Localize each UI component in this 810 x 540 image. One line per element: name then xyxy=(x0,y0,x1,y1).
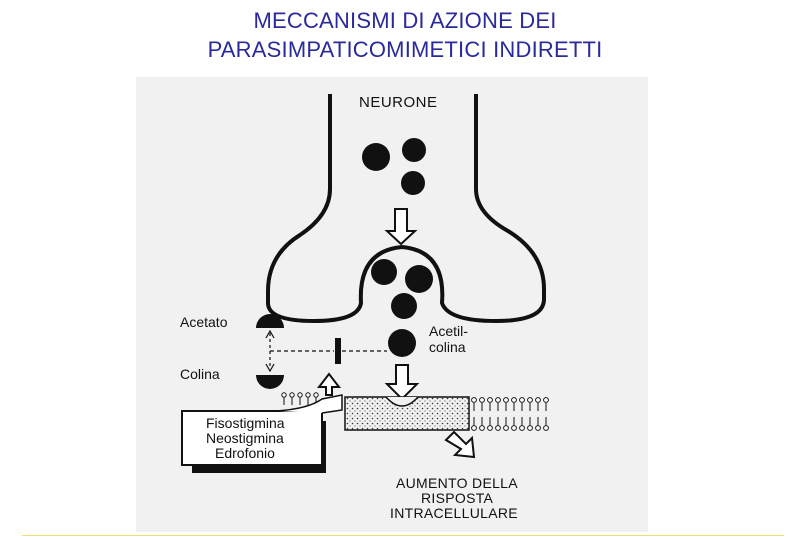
drug-box-tab xyxy=(275,394,343,414)
neuron-membrane-outline xyxy=(266,94,546,324)
choline-half-circle xyxy=(256,375,284,389)
vesicle xyxy=(402,138,426,162)
footer-divider xyxy=(22,535,784,536)
acetate-label: Acetato xyxy=(180,314,228,330)
slide-title-line-2: PARASIMPATICOMIMETICI INDIRETTI xyxy=(207,37,603,62)
vesicle xyxy=(391,293,417,319)
acetylcholine-molecule xyxy=(388,329,416,357)
receptor-region xyxy=(344,396,470,431)
receptor-site xyxy=(385,396,419,407)
result-line: INTRACELLULARE xyxy=(390,505,518,521)
synapse-diagram: NEURONE Acetil- colina Acetato Colina xyxy=(136,77,648,532)
postsynaptic-membrane-left xyxy=(281,392,319,405)
release-arrow xyxy=(384,364,420,401)
vesicle xyxy=(401,171,425,195)
acetylcholine-label-line-2: colina xyxy=(429,339,466,355)
neuron-label: NEURONE xyxy=(359,94,438,111)
drug-name: Edrofonio xyxy=(215,445,275,461)
hydrolysis-arrow-head-down xyxy=(265,363,275,373)
drug-name: Fisostigmina xyxy=(206,415,285,431)
transport-arrow xyxy=(384,208,418,246)
drug-box xyxy=(181,410,323,466)
hydrolysis-arrow-head-up xyxy=(265,329,275,339)
response-arrow xyxy=(444,430,476,459)
drug-name: Neostigmina xyxy=(206,430,284,446)
cholinesterase-enzyme xyxy=(335,338,341,364)
result-line: AUMENTO DELLA xyxy=(396,475,518,491)
postsynaptic-membrane-right xyxy=(471,397,549,431)
slide-title-line-1: MECCANISMI DI AZIONE DEI xyxy=(253,8,557,33)
acetylcholine-label-line-1: Acetil- xyxy=(429,323,468,339)
slide-title: MECCANISMI DI AZIONE DEI PARASIMPATICOMI… xyxy=(0,6,810,64)
inhibition-arrow xyxy=(316,372,342,396)
vesicle xyxy=(405,265,433,293)
synapse-diagram-svg: NEURONE Acetil- colina Acetato Colina xyxy=(180,94,549,521)
vesicle xyxy=(362,143,390,171)
acetate-half-circle xyxy=(256,314,284,328)
choline-label: Colina xyxy=(180,366,220,382)
result-line: RISPOSTA xyxy=(421,490,494,506)
vesicle xyxy=(371,259,397,285)
